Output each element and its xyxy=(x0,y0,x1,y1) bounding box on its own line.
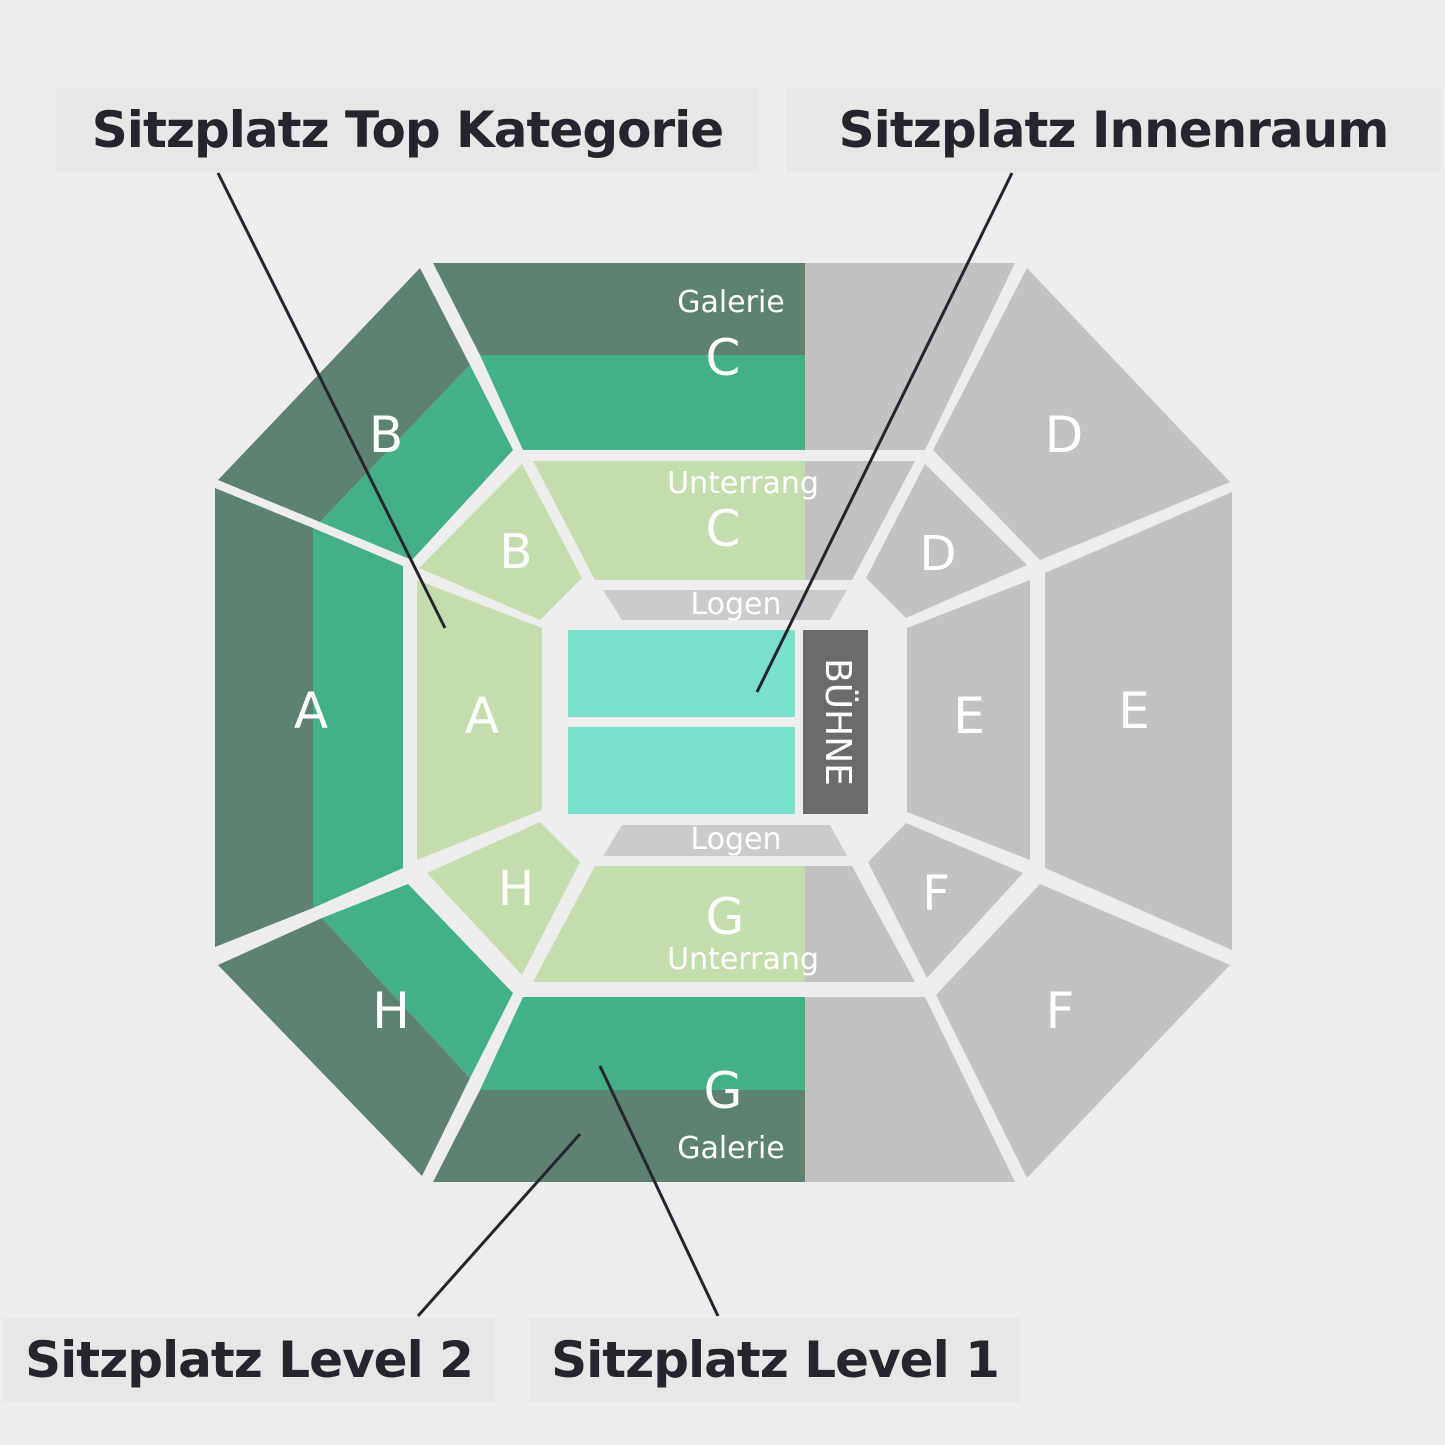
stage xyxy=(803,630,868,814)
leader-line-top-kategorie xyxy=(216,172,447,629)
outer-c-label: C xyxy=(706,329,741,387)
section-g-outer[interactable] xyxy=(433,997,1015,1182)
section-a-level2[interactable] xyxy=(215,488,313,947)
section-c-inner-unavailable xyxy=(805,461,915,580)
inner-e-label: E xyxy=(953,687,985,745)
section-c-outer-unavailable xyxy=(805,263,1015,450)
outer-h-label: H xyxy=(372,982,410,1040)
section-g-inner-unavailable xyxy=(805,866,915,982)
callout-innenraum: Sitzplatz Innenraum xyxy=(786,88,1441,172)
section-c-unterrang[interactable] xyxy=(533,461,805,580)
callout-level1: Sitzplatz Level 1 xyxy=(530,1318,1020,1402)
section-g-outer-unavailable xyxy=(805,997,1015,1182)
section-b-inner[interactable] xyxy=(419,464,582,620)
section-c-level1[interactable] xyxy=(480,355,805,450)
galerie-top-label: Galerie xyxy=(677,285,785,320)
section-e-inner xyxy=(907,580,1030,860)
logen-top xyxy=(603,590,847,620)
outer-d-label: D xyxy=(1045,406,1084,464)
section-f-inner xyxy=(868,823,1023,978)
innenraum-block-2[interactable] xyxy=(568,727,795,814)
section-b-level1[interactable] xyxy=(320,365,513,560)
inner-a-label: A xyxy=(465,687,499,745)
unterrang-bottom-label: Unterrang xyxy=(667,942,819,977)
logen-top-label: Logen xyxy=(690,587,781,622)
section-g-unterrang[interactable] xyxy=(533,866,805,982)
section-g-galerie[interactable] xyxy=(433,1090,805,1182)
unterrang-top-label: Unterrang xyxy=(667,466,819,501)
section-h-level2[interactable] xyxy=(218,918,470,1176)
inner-h-label: H xyxy=(498,861,534,917)
outer-f-label: F xyxy=(1046,982,1075,1040)
inner-b-label: B xyxy=(500,524,533,580)
section-g-level1[interactable] xyxy=(480,997,805,1090)
section-c-galerie[interactable] xyxy=(433,263,805,355)
section-f-outer xyxy=(936,884,1230,1178)
section-a-inner[interactable] xyxy=(417,580,542,860)
section-e-outer xyxy=(1045,492,1232,950)
galerie-bottom-label: Galerie xyxy=(677,1131,785,1166)
callout-level2: Sitzplatz Level 2 xyxy=(3,1318,495,1402)
leader-line-level2 xyxy=(416,1133,582,1317)
outer-g-label: G xyxy=(704,1062,743,1120)
innenraum-block-1[interactable] xyxy=(568,630,795,717)
section-d-outer xyxy=(933,268,1230,560)
outer-e-label: E xyxy=(1118,682,1150,740)
outer-a-label: A xyxy=(294,682,328,740)
section-a-level1[interactable] xyxy=(313,528,403,908)
leader-line-innenraum xyxy=(755,172,1014,693)
section-h-outer[interactable] xyxy=(218,884,513,1176)
logen-bottom xyxy=(603,825,847,856)
section-b-outer[interactable] xyxy=(218,268,513,560)
inner-g-label: G xyxy=(706,888,745,946)
leader-lines xyxy=(216,172,1014,1317)
inner-d-label: D xyxy=(920,526,957,582)
section-d-inner xyxy=(866,464,1027,618)
section-b-level2[interactable] xyxy=(218,268,470,522)
stage-label: BÜHNE xyxy=(817,658,859,786)
outer-b-label: B xyxy=(369,406,403,464)
section-g-inner[interactable] xyxy=(533,866,915,982)
section-h-level1[interactable] xyxy=(322,884,513,1078)
logen-bottom-label: Logen xyxy=(690,822,781,857)
section-c-outer[interactable] xyxy=(433,263,1015,450)
section-c-inner[interactable] xyxy=(533,461,915,580)
inner-f-label: F xyxy=(922,866,950,922)
section-a-outer[interactable] xyxy=(215,488,403,947)
inner-c-label: C xyxy=(706,500,741,558)
leader-line-level1 xyxy=(598,1065,720,1317)
section-h-inner[interactable] xyxy=(427,822,580,975)
callout-top-kategorie: Sitzplatz Top Kategorie xyxy=(56,88,759,172)
